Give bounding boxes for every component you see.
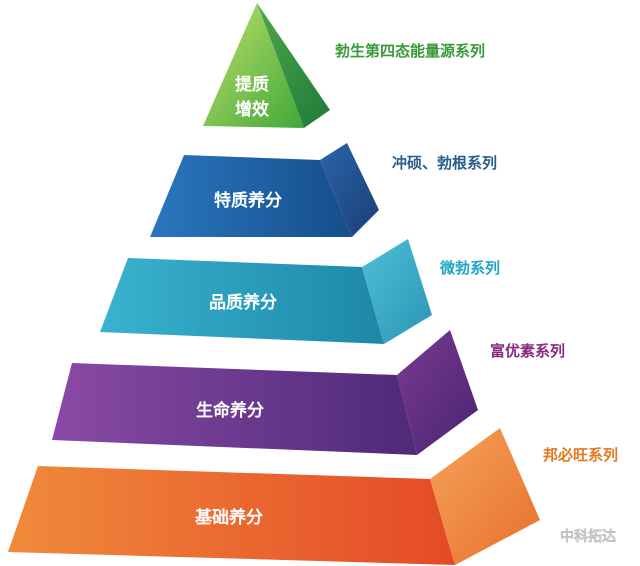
tier-4-label: 生命养分 <box>196 400 264 421</box>
tier-3: 品质养分 微勃系列 <box>100 239 500 344</box>
tier-top: 提质 增效 勃生第四态能量源系列 <box>203 3 485 128</box>
watermark: 中科拓达 <box>530 526 616 547</box>
tier-3-front <box>100 258 384 344</box>
tier-4-side <box>397 330 478 455</box>
tier-base-side <box>430 428 540 565</box>
tier-top-label-line1: 提质 <box>235 75 269 95</box>
tier-2-side <box>320 143 379 237</box>
tier-base-front <box>8 466 455 565</box>
tier-top-label-line2: 增效 <box>235 99 269 120</box>
tier-top-front <box>203 3 304 128</box>
wechat-icon <box>530 526 557 547</box>
tier-4-series-label: 富优素系列 <box>490 342 565 360</box>
tier-base-series-label: 邦必旺系列 <box>543 446 618 464</box>
tier-2-label: 特质养分 <box>214 190 282 211</box>
tier-top-side <box>257 3 330 128</box>
tier-3-series-label: 微勃系列 <box>439 259 500 277</box>
tier-4-front <box>52 363 417 455</box>
tier-3-side <box>362 239 432 344</box>
tier-top-series-label: 勃生第四态能量源系列 <box>335 42 485 60</box>
tier-base-label: 基础养分 <box>194 507 263 528</box>
tier-4: 生命养分 富优素系列 <box>52 330 565 455</box>
tier-2-series-label: 冲硕、勃根系列 <box>392 154 497 172</box>
tier-2-front <box>150 155 352 237</box>
watermark-text: 中科拓达 <box>560 528 616 545</box>
tier-base: 基础养分 邦必旺系列 <box>8 428 618 565</box>
tier-3-label: 品质养分 <box>209 292 277 313</box>
tier-2: 特质养分 冲硕、勃根系列 <box>150 143 497 237</box>
